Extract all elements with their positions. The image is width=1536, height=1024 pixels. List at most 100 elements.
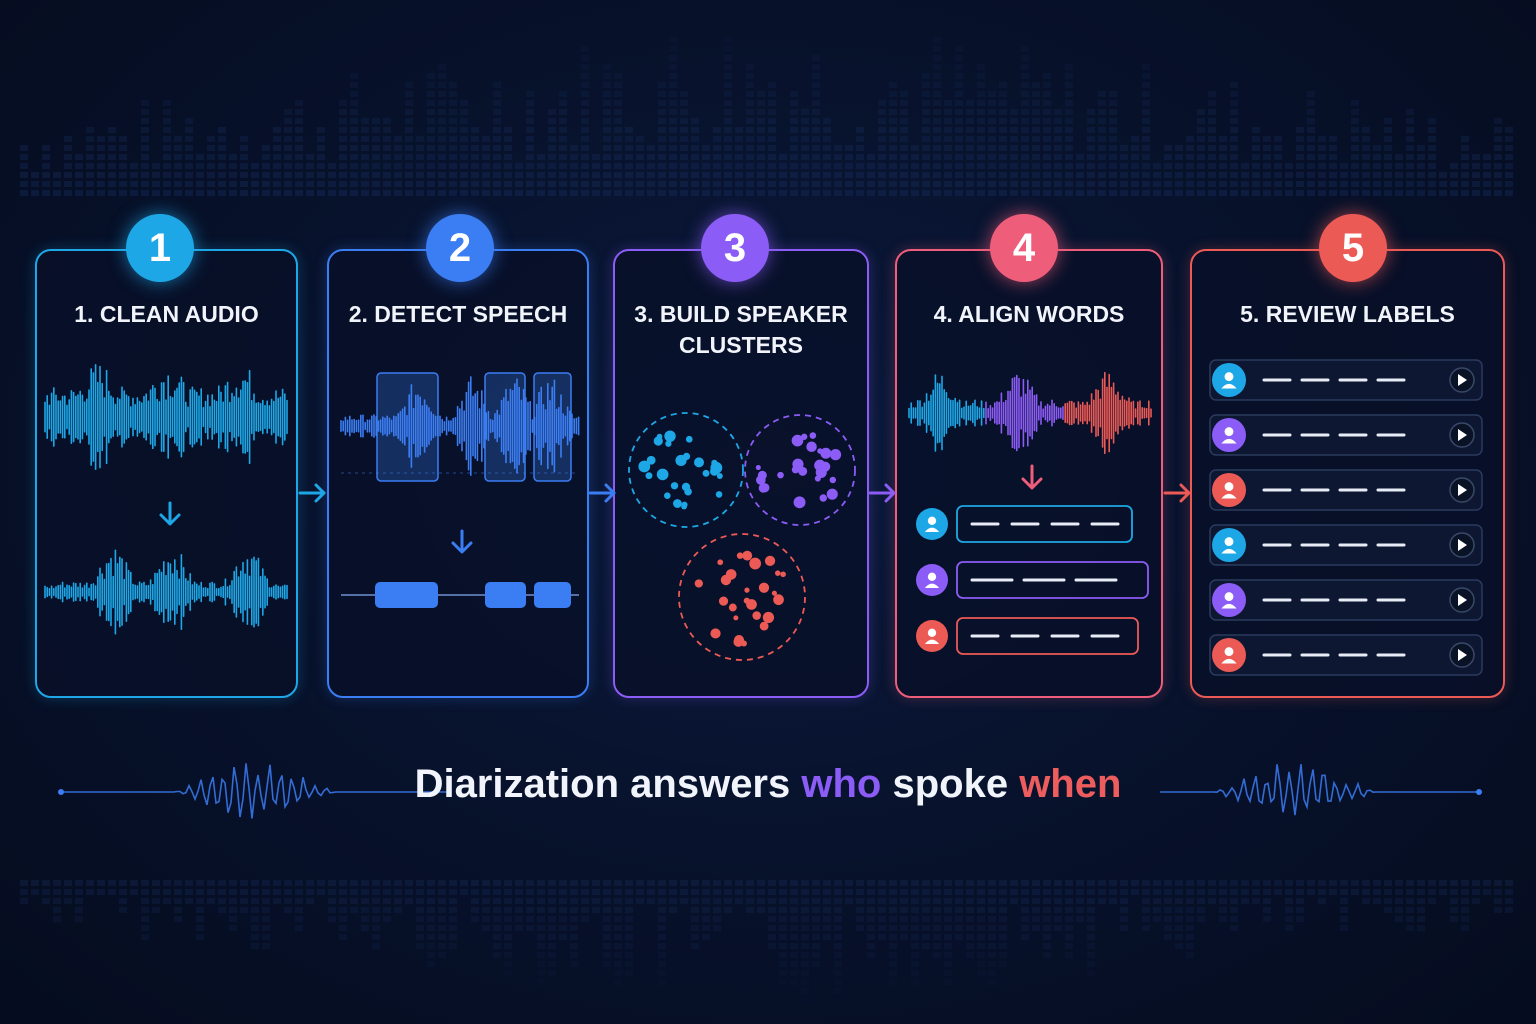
cluster-b-point [829, 476, 837, 484]
cluster-a-point [660, 469, 666, 475]
speech-segments [375, 582, 571, 608]
cluster-b-point [777, 471, 784, 479]
pulse-trace [1160, 764, 1478, 816]
clean-waveform [44, 549, 288, 635]
align-words-illustration [908, 371, 1152, 655]
cluster-b-point [814, 475, 821, 482]
review-row [1209, 469, 1483, 511]
cluster-a-point [646, 455, 656, 465]
cluster-b-point [809, 432, 817, 439]
review-row [1209, 359, 1483, 401]
aligned-word-box [956, 617, 1139, 655]
cluster-c-point [771, 590, 777, 596]
cluster-ring-c [678, 533, 806, 661]
cluster-c-point [762, 611, 775, 624]
arrow-down-icon [1021, 464, 1043, 490]
cluster-a-point [675, 454, 687, 467]
step-5-number: 5 [1341, 225, 1365, 270]
step-4-number: 4 [1012, 225, 1036, 270]
caption-when: when [1019, 762, 1122, 806]
cluster-a-point [685, 435, 693, 443]
step-2-badge: 2 [426, 214, 494, 282]
step-2-card: 2. DETECT SPEECH [327, 249, 589, 698]
cluster-b-point [806, 441, 817, 453]
user-icon [1212, 528, 1246, 562]
cluster-c-point [758, 582, 770, 593]
speech-waveform [340, 376, 580, 476]
cluster-c-point [733, 615, 739, 621]
arrow-right-icon [1163, 483, 1191, 503]
step-2-title: 2. DETECT SPEECH [348, 301, 568, 327]
cluster-c-point [764, 555, 776, 566]
cluster-a-point [709, 466, 719, 476]
aligned-row [916, 505, 1133, 543]
right-pulse-line [1160, 764, 1482, 816]
cluster-b-point [755, 464, 761, 471]
play-icon [1449, 477, 1475, 503]
noisy-waveform [44, 364, 288, 470]
left-pulse-line [58, 763, 450, 819]
step-5-title: 5. REVIEW LABELS [1240, 301, 1455, 327]
cluster-c-point [749, 557, 762, 570]
step-4-badge: 4 [990, 214, 1058, 282]
user-icon [1212, 418, 1246, 452]
review-labels-illustration [1209, 359, 1483, 676]
cluster-c-point [744, 587, 750, 593]
cluster-ring-b [744, 414, 856, 526]
cluster-c-point [774, 570, 781, 576]
step-4-title: 4. ALIGN WORDS [933, 301, 1125, 327]
speaker-clusters-illustration [628, 412, 856, 661]
cluster-a-point [665, 440, 672, 447]
cluster-b-point [820, 461, 831, 472]
cluster-b-points [755, 432, 842, 509]
play-icon [1449, 587, 1475, 613]
play-icon [1449, 422, 1475, 448]
step-2-number: 2 [448, 225, 472, 270]
caption-text-1: Diarization answers [414, 762, 802, 806]
cluster-a-point [702, 469, 710, 477]
cluster-b-point [756, 475, 766, 485]
step-3-card: 3. BUILD SPEAKER CLUSTERS [613, 249, 869, 698]
cluster-ring-a [628, 412, 744, 528]
cluster-c-point [717, 559, 724, 566]
detect-speech-illustration [340, 372, 580, 608]
cluster-a-point [664, 492, 671, 499]
caption: Diarization answers who spoke when [0, 762, 1536, 807]
cluster-a-point [670, 482, 679, 490]
cluster-b-point [758, 483, 768, 493]
play-icon [1449, 532, 1475, 558]
user-icon [1212, 473, 1246, 507]
cluster-a-point [673, 499, 682, 508]
cluster-b-point [826, 488, 838, 500]
cluster-a-points [638, 430, 723, 510]
user-icon [1212, 638, 1246, 672]
multi-speaker-waveform [908, 371, 1152, 455]
step-3-title: 3. BUILD SPEAKER CLUSTERS [634, 301, 848, 358]
cluster-c-point [746, 599, 757, 610]
step-3-number: 3 [723, 225, 747, 270]
cluster-b-point [829, 449, 842, 461]
user-icon [916, 564, 948, 596]
cluster-c-point [720, 574, 732, 586]
cluster-b-point [801, 433, 808, 440]
arrow-right-icon [298, 483, 326, 503]
step-1-number: 1 [148, 225, 172, 270]
arrow-right-icon [868, 483, 896, 503]
aligned-row [916, 561, 1149, 599]
play-icon [1449, 367, 1475, 393]
cluster-a-point [681, 503, 688, 510]
play-icon [1449, 642, 1475, 668]
cluster-a-point [653, 436, 663, 446]
step-3-badge: 3 [701, 214, 769, 282]
cluster-c-points [694, 550, 786, 647]
review-row [1209, 579, 1483, 621]
cluster-c-point [718, 596, 729, 606]
arrow-right-icon [588, 483, 616, 503]
cluster-c-point [736, 552, 744, 559]
step-5-badge: 5 [1319, 214, 1387, 282]
aligned-transcript-rows [916, 505, 1149, 655]
step-5-card: 5. REVIEW LABELS [1190, 249, 1505, 698]
cluster-c-point [773, 594, 784, 606]
cluster-c-point [752, 611, 761, 620]
